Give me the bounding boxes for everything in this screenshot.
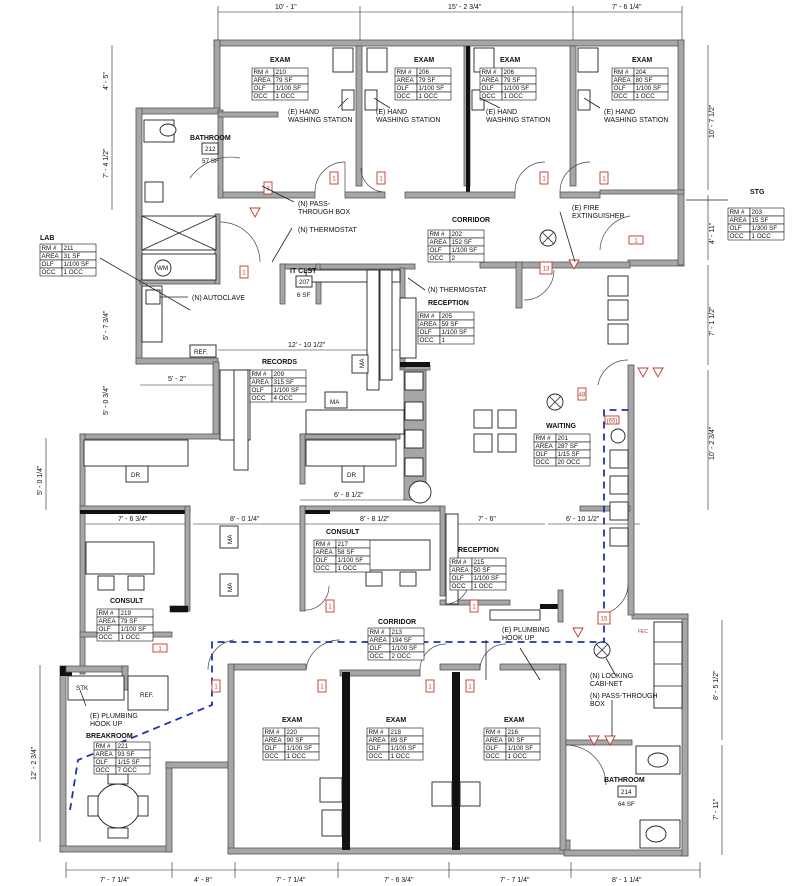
exit-count: 1: [634, 239, 638, 245]
exit-sign-icon: [652, 367, 664, 378]
exit-marker: 1: [325, 599, 335, 613]
exit-marker: 1: [152, 643, 168, 653]
exit-marker: 1: [425, 679, 435, 693]
exit-marker: 1: [628, 235, 644, 245]
exit-marker: 3: [263, 181, 273, 195]
exit-marker: (65): [604, 415, 620, 425]
exit-count: 1: [602, 177, 606, 183]
exit-count: 1: [242, 271, 246, 277]
egress-path: [69, 409, 630, 811]
exit-count: 1: [428, 685, 432, 691]
exit-count: 1: [472, 605, 476, 611]
exit-marker: 1: [599, 171, 609, 185]
exit-sign-icon: [637, 367, 649, 378]
exit-count: 1: [332, 177, 336, 183]
exit-count: 1: [328, 605, 332, 611]
exit-count: 15: [601, 617, 608, 623]
exit-marker: 1: [376, 171, 386, 185]
door-swings: [189, 156, 631, 786]
exit-count: 13: [543, 267, 550, 273]
fixtures: [67, 47, 683, 849]
exit-marker: 1: [329, 171, 339, 185]
exit-marker: 1: [465, 679, 475, 693]
exit-marker: 1: [539, 171, 549, 185]
exit-marker: 48: [577, 387, 587, 401]
exit-sign-icon: [249, 207, 261, 218]
exit-count: 1: [379, 177, 383, 183]
exit-marker: 1: [317, 679, 327, 693]
exit-sign-icon: [572, 627, 584, 638]
exit-count: 1: [542, 177, 546, 183]
exit-count: 1: [214, 685, 218, 691]
exit-marker: 1: [469, 599, 479, 613]
exit-marker: 13: [539, 261, 553, 275]
exit-count: 1: [320, 685, 324, 691]
exit-sign-icon: [588, 735, 600, 746]
exit-marker: 1: [211, 679, 221, 693]
exit-count: 1: [468, 685, 472, 691]
exit-count: 48: [579, 393, 586, 399]
exit-sign-icon: [604, 735, 616, 746]
exit-marker: 15: [597, 611, 611, 625]
exit-marker: 1: [239, 265, 249, 279]
exit-count: 1: [158, 647, 162, 653]
exit-count: (65): [607, 419, 618, 425]
